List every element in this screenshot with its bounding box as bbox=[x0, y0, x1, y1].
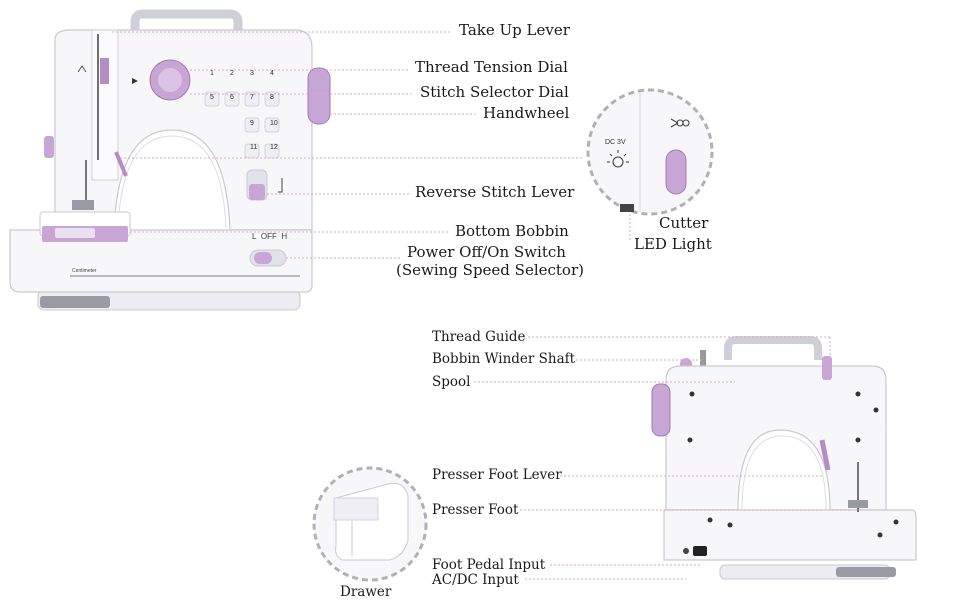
switch-off-mark: OFF bbox=[260, 232, 277, 241]
label-acdc-input: AC/DC Input bbox=[432, 572, 519, 588]
stitch-number: 12 bbox=[270, 144, 278, 151]
ruler-label: Centimeter bbox=[72, 268, 97, 274]
stitch-number: 5 bbox=[210, 94, 214, 101]
led-cutter-detail bbox=[586, 88, 714, 240]
switch-marking: L OFF H bbox=[252, 232, 287, 241]
label-stitch-selector-dial: Stitch Selector Dial bbox=[420, 83, 569, 101]
label-thread-tension-dial: Thread Tension Dial bbox=[415, 58, 568, 76]
label-power-switch: Power Off/On Switch bbox=[407, 243, 566, 261]
label-spool: Spool bbox=[432, 374, 471, 390]
label-speed-selector: (Sewing Speed Selector) bbox=[396, 261, 584, 279]
front-machine bbox=[9, 9, 331, 311]
side-leader-lines bbox=[474, 336, 850, 580]
stitch-number: 10 bbox=[270, 120, 278, 127]
label-reverse-stitch-lever: Reverse Stitch Lever bbox=[415, 183, 575, 201]
label-handwheel: Handwheel bbox=[483, 104, 570, 122]
drawer-detail bbox=[312, 466, 428, 582]
stitch-number: 2 bbox=[230, 70, 234, 77]
label-bobbin-winder-shaft: Bobbin Winder Shaft bbox=[432, 351, 576, 367]
stitch-number: 7 bbox=[250, 94, 254, 101]
stitch-number: 9 bbox=[250, 120, 254, 127]
side-machine bbox=[651, 336, 917, 580]
stitch-number: 6 bbox=[230, 94, 234, 101]
stitch-number: 8 bbox=[270, 94, 274, 101]
label-led-light: LED Light bbox=[634, 235, 712, 253]
label-presser-foot-lever: Presser Foot Lever bbox=[432, 467, 562, 483]
switch-low-mark: L bbox=[252, 232, 257, 241]
label-presser-foot: Presser Foot bbox=[432, 502, 519, 518]
switch-high-mark: H bbox=[281, 232, 288, 241]
label-take-up-lever: Take Up Lever bbox=[459, 21, 570, 39]
label-thread-guide: Thread Guide bbox=[432, 329, 526, 345]
label-cutter: Cutter bbox=[659, 214, 709, 232]
led-voltage-label: DC 3V bbox=[605, 139, 626, 146]
stitch-number: 1 bbox=[210, 70, 214, 77]
label-bottom-bobbin: Bottom Bobbin bbox=[455, 222, 569, 240]
label-foot-pedal-input: Foot Pedal Input bbox=[432, 557, 546, 573]
label-drawer: Drawer bbox=[340, 584, 392, 600]
stitch-number: 3 bbox=[250, 70, 254, 77]
stitch-number: 4 bbox=[270, 70, 274, 77]
stitch-number: 11 bbox=[250, 144, 258, 151]
front-leader-lines bbox=[112, 31, 582, 259]
